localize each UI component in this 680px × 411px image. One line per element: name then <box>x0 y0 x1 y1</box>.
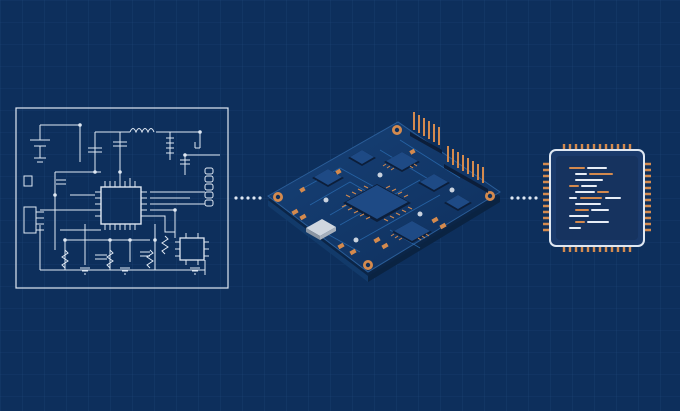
pcb-usb-connector <box>306 219 336 240</box>
microcontroller-code-icon <box>543 144 651 252</box>
schematic-header <box>204 167 214 207</box>
dotted-arrow-icon <box>234 196 262 200</box>
schematic-inductor <box>129 128 155 134</box>
pcb-passives <box>291 148 447 256</box>
schematic-grounds <box>80 267 200 275</box>
code-lines <box>569 167 621 229</box>
schematic-top-rail <box>40 124 201 162</box>
schematic-ic-main <box>95 181 147 230</box>
pcb-chip-d <box>418 174 450 192</box>
pcb-pin-header-top <box>413 112 440 145</box>
pcb-chip-g <box>348 150 376 166</box>
dotted-arrow-icon <box>510 196 538 200</box>
schematic-junctions <box>53 123 202 242</box>
pcb-board-icon <box>267 112 501 282</box>
pcb-chip-c <box>382 152 420 172</box>
schematic-battery <box>30 125 50 163</box>
mcu-pins <box>543 144 651 252</box>
schematic-connector <box>23 175 44 234</box>
circuit-schematic-icon <box>15 107 229 289</box>
pcb-main-chip <box>341 184 413 222</box>
pcb-chip-f <box>312 169 344 187</box>
schematic-frame <box>15 107 229 289</box>
pcb-chip-e <box>444 195 472 211</box>
pcb-pin-header-right <box>447 146 484 183</box>
schematic-resistors <box>61 235 169 269</box>
pcb-chip-b <box>390 221 432 243</box>
schematic-ic-secondary <box>175 233 209 265</box>
